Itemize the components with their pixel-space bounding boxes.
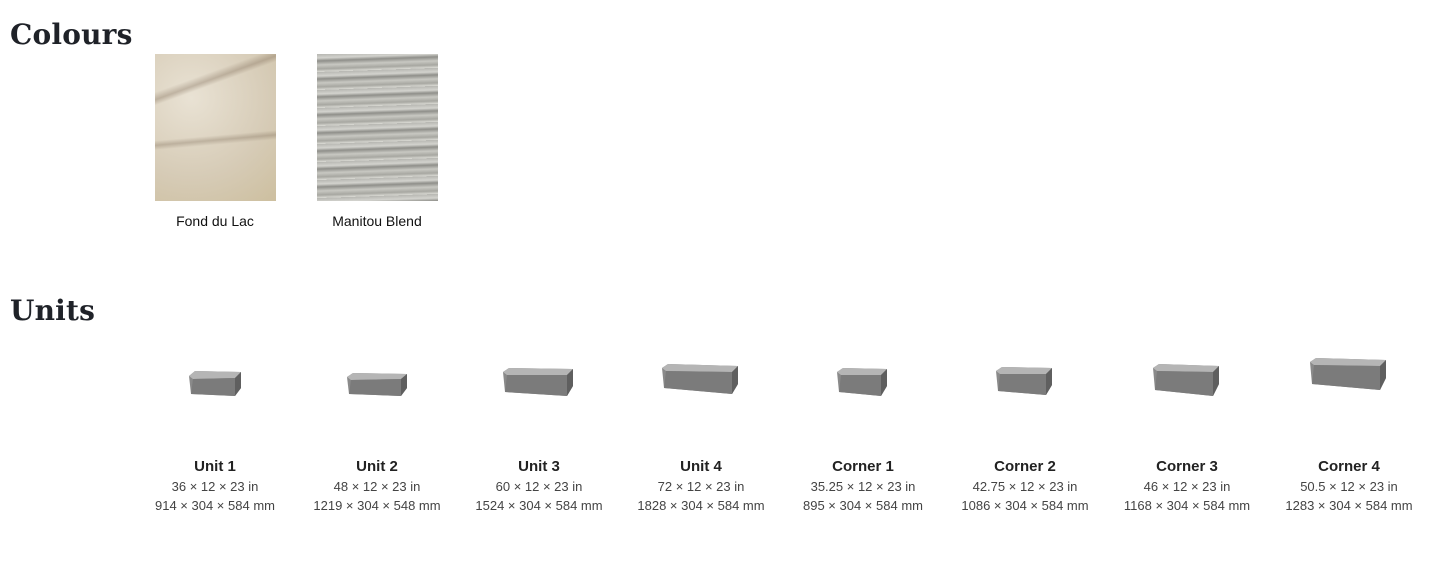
unit-inches: 46 × 12 × 23 in <box>1143 479 1231 494</box>
swatch-label: Manitou Blend <box>332 213 422 229</box>
swatch-fond-du-lac[interactable]: Fond du Lac <box>154 54 276 229</box>
unit-name: Corner 4 <box>1318 458 1380 475</box>
unit-card-corner-4[interactable]: Corner 4 50.5 × 12 × 23 in 1283 × 304 × … <box>1274 350 1424 513</box>
unit-card-unit-3[interactable]: Unit 3 60 × 12 × 23 in 1524 × 304 × 584 … <box>464 350 614 513</box>
unit-mm: 1219 × 304 × 548 mm <box>313 498 441 513</box>
unit-name: Unit 3 <box>518 458 560 475</box>
stone-image <box>140 350 290 410</box>
unit-card-corner-2[interactable]: Corner 2 42.75 × 12 × 23 in 1086 × 304 ×… <box>950 350 1100 513</box>
unit-inches: 50.5 × 12 × 23 in <box>1300 479 1398 494</box>
unit-name: Corner 1 <box>832 458 894 475</box>
unit-card-unit-4[interactable]: Unit 4 72 × 12 × 23 in 1828 × 304 × 584 … <box>626 350 776 513</box>
unit-mm: 895 × 304 × 584 mm <box>803 498 923 513</box>
colours-heading: Colours <box>10 18 133 51</box>
unit-mm: 1283 × 304 × 584 mm <box>1285 498 1413 513</box>
stone-image <box>626 350 776 410</box>
unit-name: Unit 1 <box>194 458 236 475</box>
unit-name: Corner 2 <box>994 458 1056 475</box>
unit-inches: 72 × 12 × 23 in <box>657 479 745 494</box>
unit-mm: 914 × 304 × 584 mm <box>155 498 275 513</box>
unit-inches: 60 × 12 × 23 in <box>495 479 583 494</box>
unit-inches: 36 × 12 × 23 in <box>171 479 259 494</box>
swatch-label: Fond du Lac <box>176 213 254 229</box>
units-heading: Units <box>10 294 96 327</box>
stone-image <box>464 350 614 410</box>
unit-inches: 35.25 × 12 × 23 in <box>810 479 916 494</box>
stone-image <box>1112 350 1262 410</box>
unit-card-unit-2[interactable]: Unit 2 48 × 12 × 23 in 1219 × 304 × 548 … <box>302 350 452 513</box>
unit-inches: 48 × 12 × 23 in <box>333 479 421 494</box>
swatch-image <box>154 54 276 201</box>
unit-mm: 1524 × 304 × 584 mm <box>475 498 603 513</box>
stone-image <box>788 350 938 410</box>
stone-image <box>1274 350 1424 410</box>
swatch-image <box>316 54 438 201</box>
unit-inches: 42.75 × 12 × 23 in <box>972 479 1078 494</box>
unit-name: Unit 2 <box>356 458 398 475</box>
stone-image <box>950 350 1100 410</box>
stone-image <box>302 350 452 410</box>
unit-card-unit-1[interactable]: Unit 1 36 × 12 × 23 in 914 × 304 × 584 m… <box>140 350 290 513</box>
unit-mm: 1828 × 304 × 584 mm <box>637 498 765 513</box>
unit-name: Corner 3 <box>1156 458 1218 475</box>
swatch-manitou-blend[interactable]: Manitou Blend <box>316 54 438 229</box>
unit-mm: 1086 × 304 × 584 mm <box>961 498 1089 513</box>
unit-mm: 1168 × 304 × 584 mm <box>1123 498 1251 513</box>
unit-name: Unit 4 <box>680 458 722 475</box>
unit-card-corner-3[interactable]: Corner 3 46 × 12 × 23 in 1168 × 304 × 58… <box>1112 350 1262 513</box>
unit-card-corner-1[interactable]: Corner 1 35.25 × 12 × 23 in 895 × 304 × … <box>788 350 938 513</box>
